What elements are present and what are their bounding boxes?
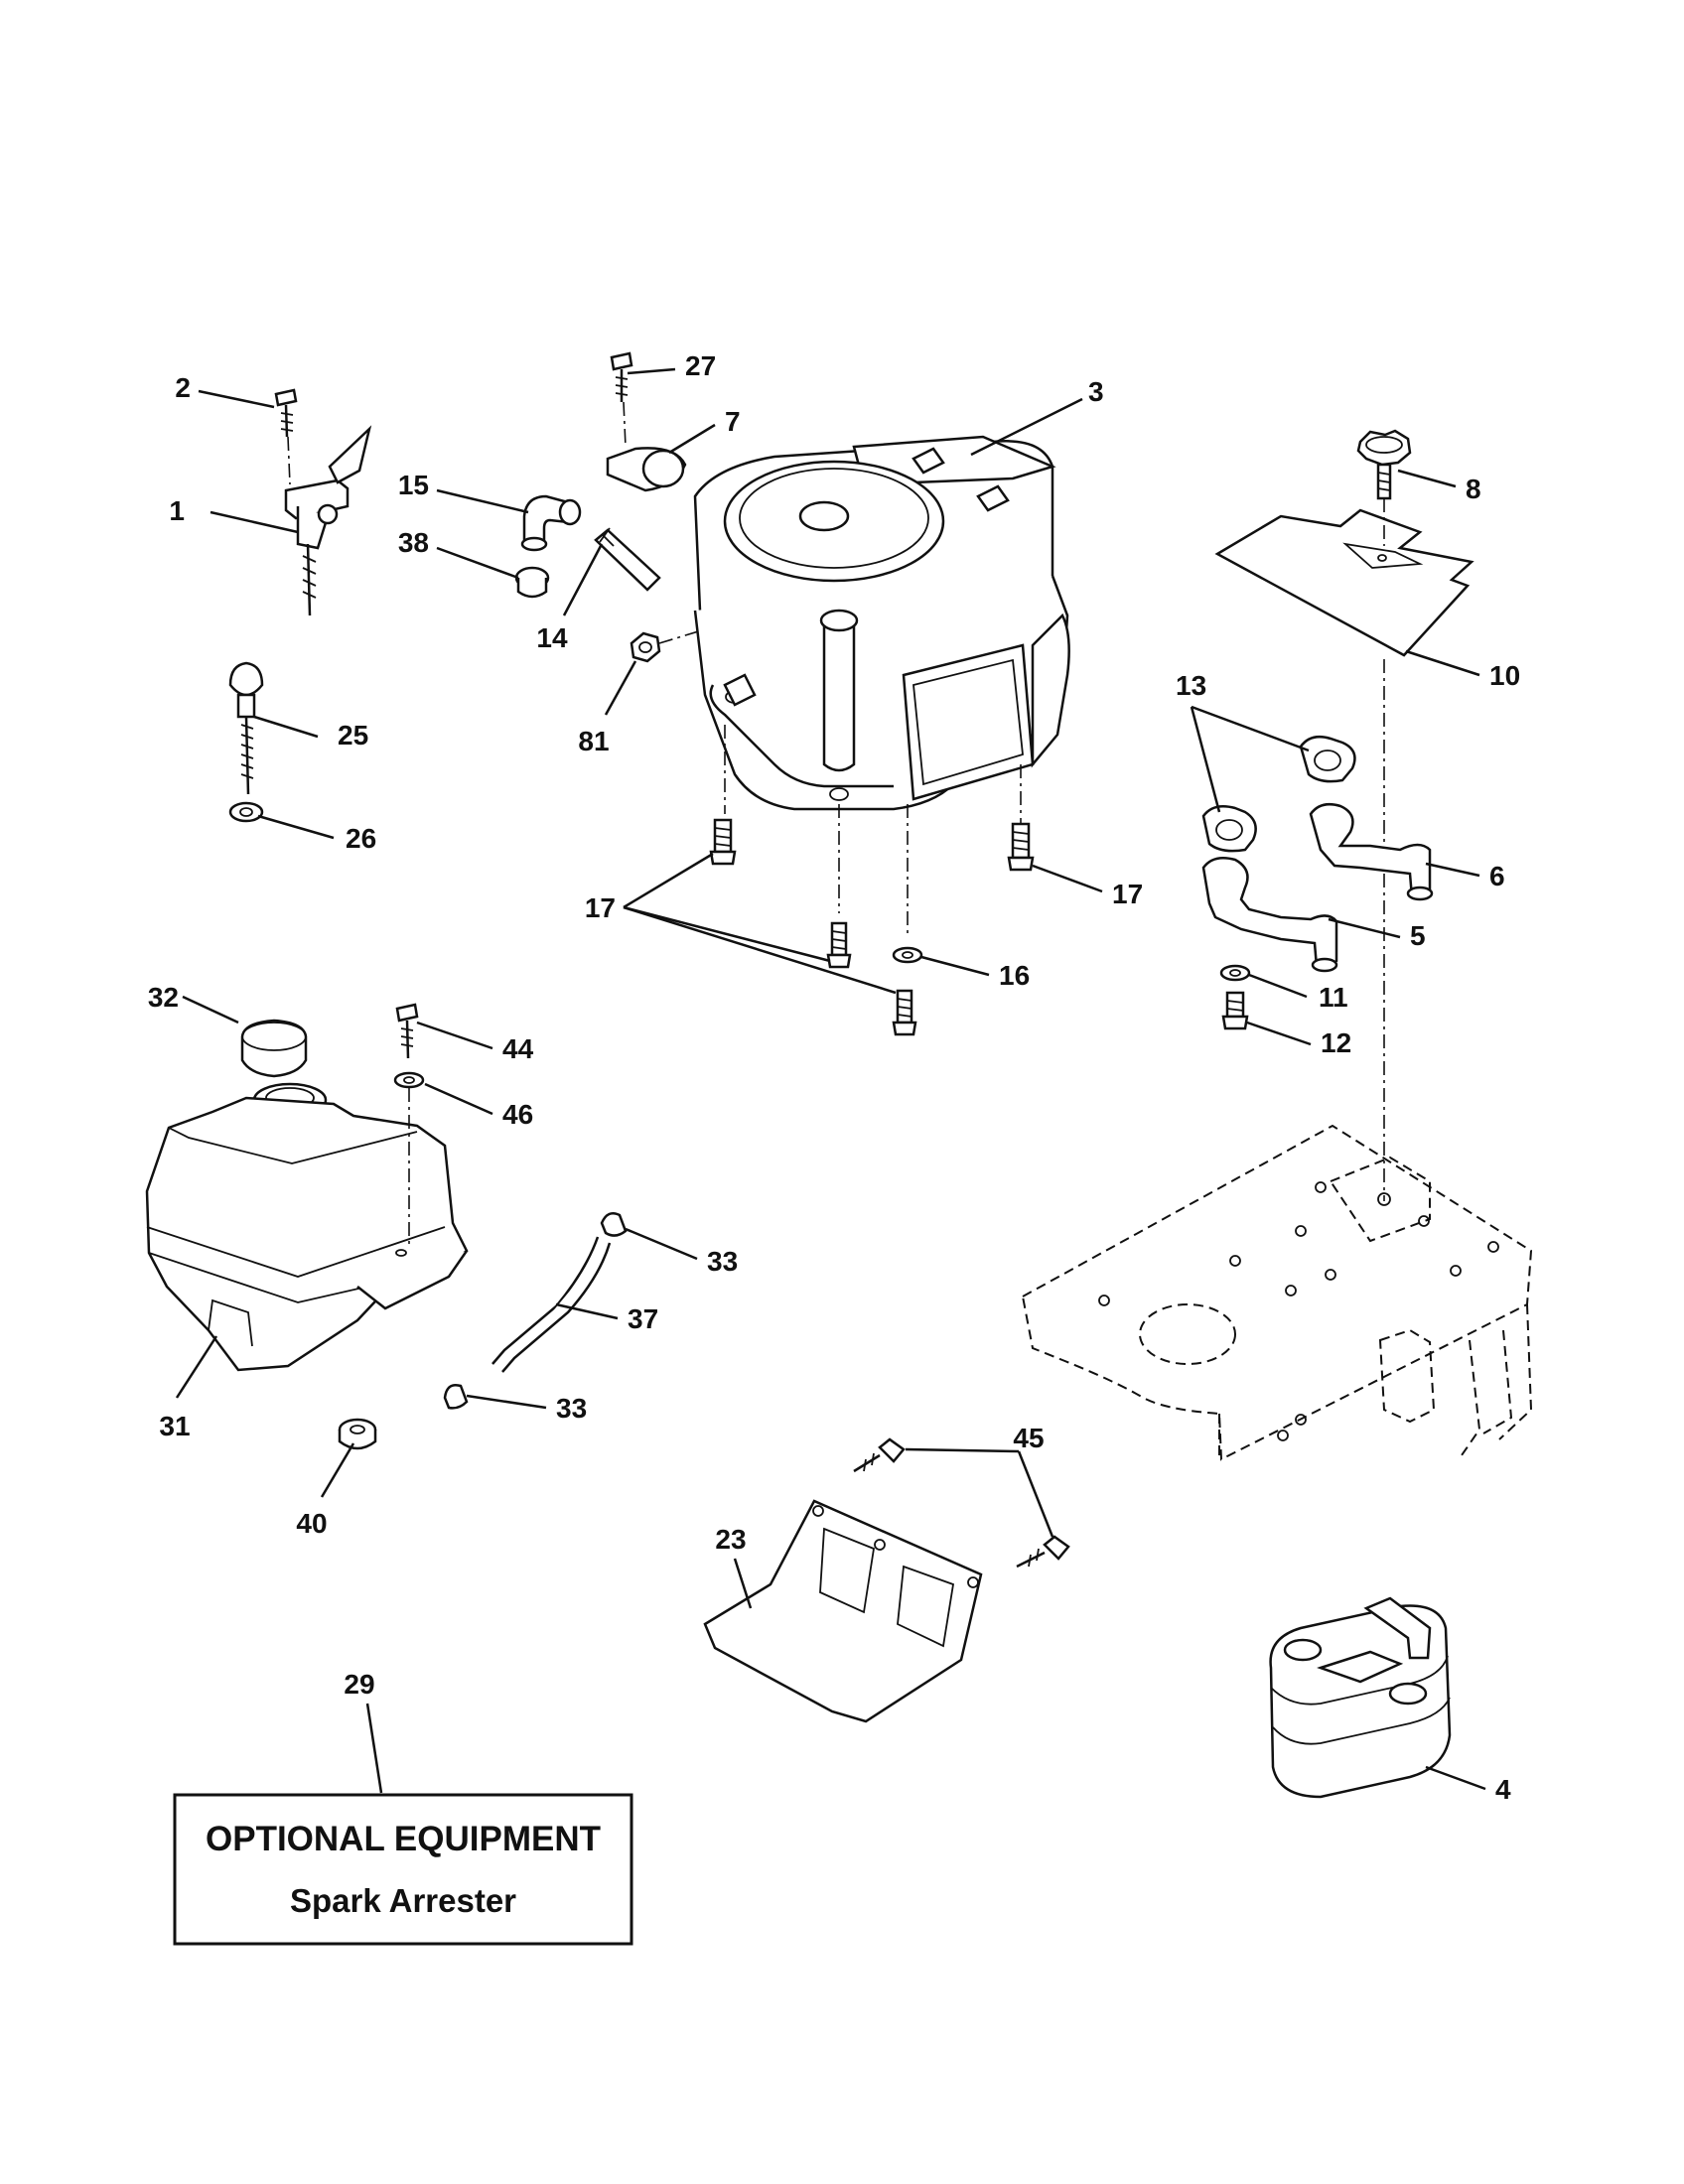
callout-8: 8 <box>1466 474 1481 504</box>
callout-33-bottom: 33 <box>556 1393 587 1424</box>
callout-31: 31 <box>159 1411 190 1441</box>
callout-29: 29 <box>344 1669 374 1700</box>
oil-fitting-parts <box>514 494 661 599</box>
callout-2: 2 <box>175 372 191 403</box>
callout-14: 14 <box>536 622 568 653</box>
callout-11: 11 <box>1319 982 1348 1013</box>
engine-mount-centerlines <box>724 725 1022 933</box>
dipstick-parts <box>228 661 264 823</box>
callout-7: 7 <box>725 406 741 437</box>
optional-equipment-title: OPTIONAL EQUIPMENT <box>206 1820 601 1858</box>
nut-81 <box>630 628 706 663</box>
callout-23: 23 <box>715 1524 746 1555</box>
callout-labels: 1 2 3 27 7 15 38 14 81 25 26 8 10 13 6 5… <box>148 350 1520 1805</box>
callout-25: 25 <box>338 720 368 751</box>
callout-17-right: 17 <box>1112 879 1143 909</box>
callout-46: 46 <box>502 1099 533 1130</box>
tank-screw-and-washer <box>393 1003 425 1249</box>
callout-44: 44 <box>502 1033 534 1064</box>
callout-45: 45 <box>1013 1423 1044 1453</box>
callout-1: 1 <box>169 495 185 526</box>
engine-mounting-plate-outline <box>1021 1124 1533 1461</box>
callout-10: 10 <box>1489 660 1520 691</box>
optional-equipment-subtitle: Spark Arrester <box>290 1882 516 1919</box>
callout-16: 16 <box>999 960 1030 991</box>
callout-81: 81 <box>578 726 609 756</box>
callout-4: 4 <box>1495 1774 1511 1805</box>
fuel-tank-assembly <box>145 1019 469 1372</box>
throttle-control-assembly <box>274 388 372 616</box>
callout-37: 37 <box>628 1303 658 1334</box>
callout-5: 5 <box>1410 920 1426 951</box>
grommet-40 <box>338 1418 377 1450</box>
leader-lines <box>175 367 1486 1794</box>
callout-33-top: 33 <box>707 1246 738 1277</box>
callout-40: 40 <box>296 1508 327 1539</box>
engine <box>693 435 1070 811</box>
callout-15: 15 <box>398 470 429 500</box>
callout-6: 6 <box>1489 861 1505 891</box>
optional-equipment-box: OPTIONAL EQUIPMENT Spark Arrester <box>173 1793 633 1946</box>
knob-and-shield <box>1214 429 1474 1201</box>
clamp-assembly <box>606 351 687 492</box>
callout-38: 38 <box>398 527 429 558</box>
callout-27: 27 <box>685 350 716 381</box>
callout-3: 3 <box>1088 376 1104 407</box>
callout-32: 32 <box>148 982 179 1013</box>
callout-17-left: 17 <box>585 892 616 923</box>
heat-shield <box>703 1437 1070 1723</box>
engine-bolts <box>709 818 1035 1036</box>
callout-12: 12 <box>1321 1027 1351 1058</box>
muffler <box>1269 1596 1452 1799</box>
callout-13: 13 <box>1176 670 1206 701</box>
exhaust-manifold-parts <box>1201 736 1434 1030</box>
callout-26: 26 <box>346 823 376 854</box>
fuel-line-assembly <box>443 1212 628 1410</box>
